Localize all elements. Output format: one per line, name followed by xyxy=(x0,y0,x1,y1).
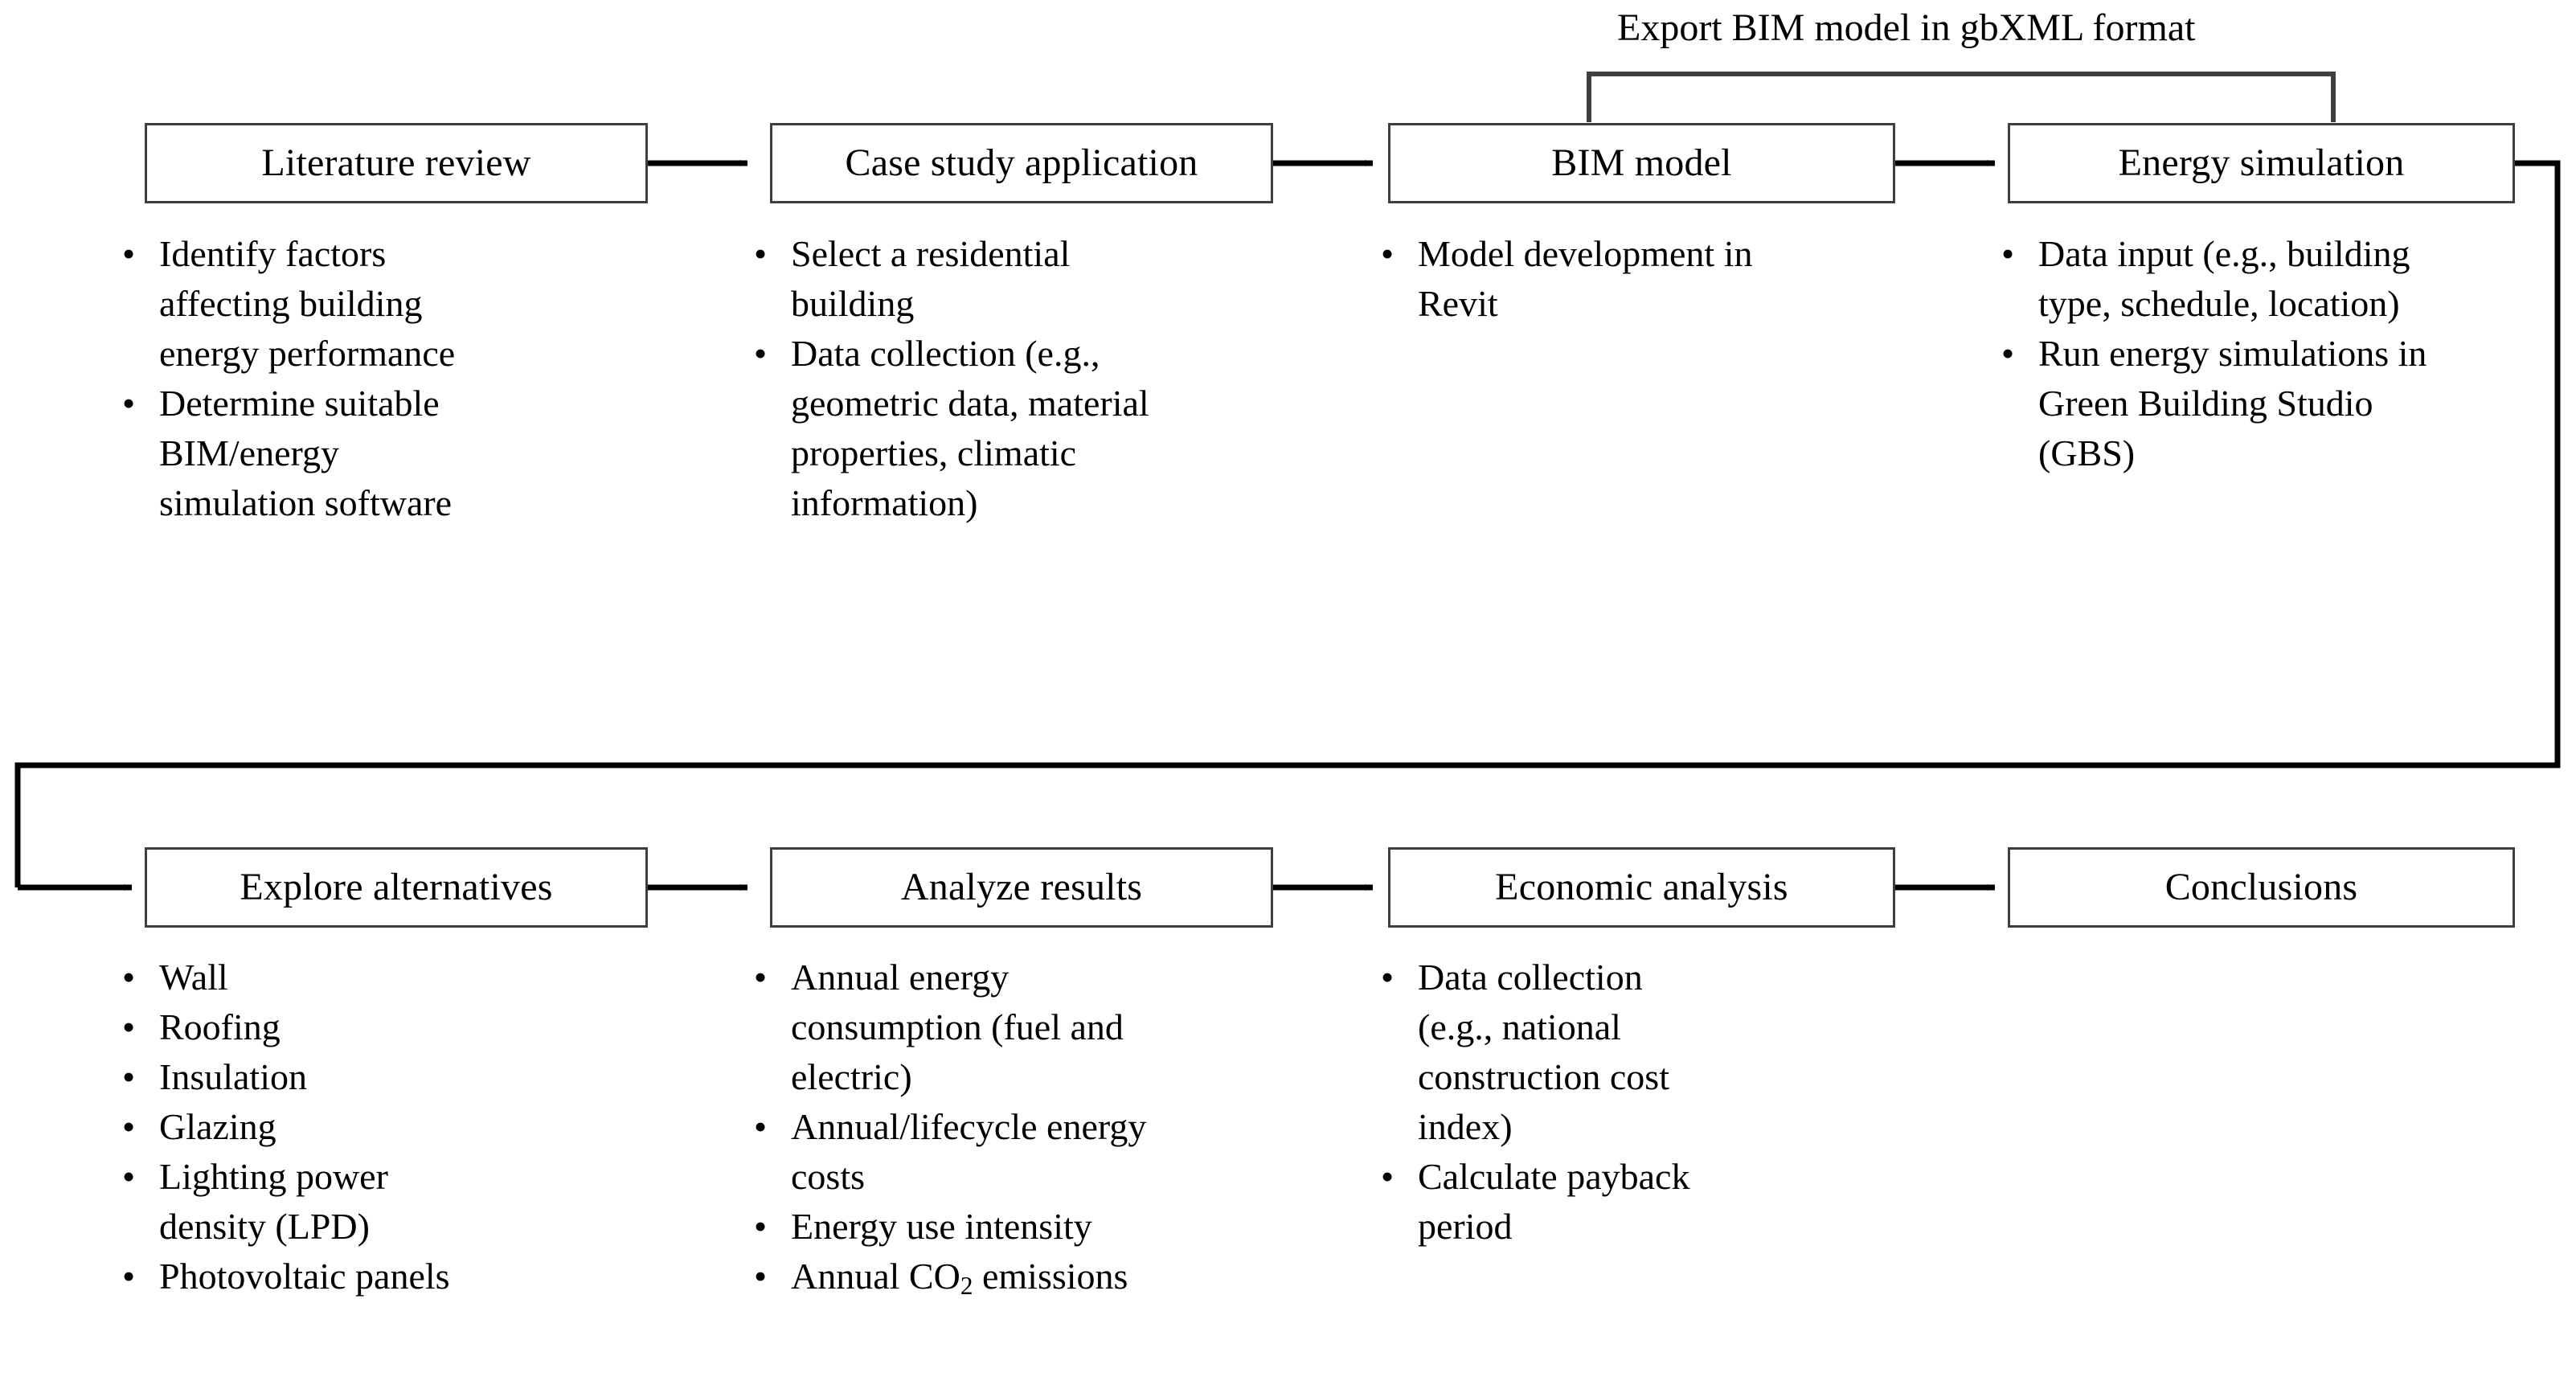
node-analyze-results[interactable]: Analyze results xyxy=(770,847,1273,928)
bullet-dot-icon: • xyxy=(754,233,768,274)
bullet-item: • Annual energy consumption (fuel and ele… xyxy=(754,953,1164,1102)
bullet-item: • Identify factors affecting building ene… xyxy=(122,229,500,379)
bullet-text: Energy use intensity xyxy=(791,1206,1092,1247)
bullet-text: Model development in Revit xyxy=(1418,233,1753,324)
bullet-text: Photovoltaic panels xyxy=(159,1256,450,1297)
bullet-item: • Data input (e.g., building type, schedu… xyxy=(2001,229,2451,329)
bullet-text: Data collection (e.g., geometric data, m… xyxy=(791,333,1149,523)
bullet-item: • Wall xyxy=(122,953,500,1002)
bullet-item: • Model development in Revit xyxy=(1381,229,1799,329)
node-economic-analysis-label: Economic analysis xyxy=(1495,865,1788,908)
bullet-dot-icon: • xyxy=(122,233,136,274)
node-conclusions-label: Conclusions xyxy=(2164,865,2358,908)
bullets-explore-alternatives: • Wall • Roofing • Insulation • Glazing • Lightin… xyxy=(122,953,500,1301)
bullet-dot-icon: • xyxy=(122,1056,136,1097)
bullet-item: • Insulation xyxy=(122,1052,500,1102)
bullets-economic-analysis: • Data collection (e.g., national constru… xyxy=(1381,953,1718,1252)
bullet-text: Select a residential building xyxy=(791,233,1071,324)
bullet-item: • Energy use intensity xyxy=(754,1202,1164,1252)
node-explore-alternatives[interactable]: Explore alternatives xyxy=(145,847,648,928)
node-energy-simulation-label: Energy simulation xyxy=(2118,141,2405,184)
bullet-dot-icon: • xyxy=(1381,957,1394,998)
gbxml-export-label: Export BIM model in gbXML format xyxy=(1617,6,2196,49)
bullets-case-study-application: • Select a residential building • Data coll… xyxy=(754,229,1156,528)
bullet-text: Run energy simulations in Green Building… xyxy=(2038,333,2427,473)
bullet-dot-icon: • xyxy=(1381,1156,1394,1197)
bullet-text: Data input (e.g., building type, schedul… xyxy=(2038,233,2410,324)
bullet-text: Lighting power density (LPD) xyxy=(159,1156,388,1247)
bullet-dot-icon: • xyxy=(1381,233,1394,274)
bullets-analyze-results: • Annual energy consumption (fuel and ele… xyxy=(754,953,1164,1311)
bullet-dot-icon: • xyxy=(122,1256,136,1297)
bullet-text: Annual CO2 emissions xyxy=(791,1256,1128,1300)
bullet-item: • Calculate payback period xyxy=(1381,1152,1718,1252)
node-energy-simulation[interactable]: Energy simulation xyxy=(2008,123,2515,203)
bullet-dot-icon: • xyxy=(2001,333,2015,374)
bullet-dot-icon: • xyxy=(122,1156,136,1197)
bullet-text: Glazing xyxy=(159,1106,276,1147)
bullet-text: Annual/lifecycle energy costs xyxy=(791,1106,1147,1197)
node-literature-review-label: Literature review xyxy=(261,141,531,184)
node-economic-analysis[interactable]: Economic analysis xyxy=(1388,847,1895,928)
bullet-text: Annual energy consumption (fuel and elec… xyxy=(791,957,1124,1097)
bullet-item: • Data collection (e.g., geometric data, … xyxy=(754,329,1156,528)
bullet-item: • Lighting power density (LPD) xyxy=(122,1152,500,1252)
bullet-text: Data collection (e.g., national construc… xyxy=(1418,957,1669,1147)
bullet-dot-icon: • xyxy=(754,1206,768,1247)
node-conclusions[interactable]: Conclusions xyxy=(2008,847,2515,928)
bullet-text: Wall xyxy=(159,957,228,998)
bullet-item: • Determine suitable BIM/energy simulatio… xyxy=(122,379,500,528)
bullets-energy-simulation: • Data input (e.g., building type, schedu… xyxy=(2001,229,2451,478)
bullet-item: • Run energy simulations in Green Buildin… xyxy=(2001,329,2451,478)
bullet-item: • Glazing xyxy=(122,1102,500,1152)
bullet-item: • Annual CO2 emissions xyxy=(754,1252,1164,1311)
bullet-dot-icon: • xyxy=(122,1106,136,1147)
bullet-dot-icon: • xyxy=(754,957,768,998)
bullet-text: Insulation xyxy=(159,1056,307,1097)
bracket-gbxml-export xyxy=(1587,72,2336,122)
bullet-item: • Data collection (e.g., national constru… xyxy=(1381,953,1718,1152)
bullet-item: • Roofing xyxy=(122,1002,500,1052)
bullet-dot-icon: • xyxy=(122,383,136,424)
bullet-dot-icon: • xyxy=(754,1256,768,1297)
bullets-literature-review: • Identify factors affecting building ene… xyxy=(122,229,500,528)
bullet-text: Calculate payback period xyxy=(1418,1156,1690,1247)
node-bim-model[interactable]: BIM model xyxy=(1388,123,1895,203)
bullet-text: Roofing xyxy=(159,1006,281,1047)
bullet-text: Determine suitable BIM/energy simulation… xyxy=(159,383,453,523)
bullet-dot-icon: • xyxy=(754,333,768,374)
bullet-item: • Annual/lifecycle energy costs xyxy=(754,1102,1164,1202)
bullet-item: • Photovoltaic panels xyxy=(122,1252,500,1301)
node-explore-alternatives-label: Explore alternatives xyxy=(240,865,553,908)
bullet-dot-icon: • xyxy=(754,1106,768,1147)
bullet-dot-icon: • xyxy=(2001,233,2015,274)
bullets-bim-model: • Model development in Revit xyxy=(1381,229,1799,329)
node-case-study-application[interactable]: Case study application xyxy=(770,123,1273,203)
bullet-dot-icon: • xyxy=(122,957,136,998)
node-analyze-results-label: Analyze results xyxy=(900,865,1143,908)
bullet-dot-icon: • xyxy=(122,1006,136,1047)
bullet-text: Identify factors affecting building ener… xyxy=(159,233,456,374)
bullet-item: • Select a residential building xyxy=(754,229,1156,329)
node-literature-review[interactable]: Literature review xyxy=(145,123,648,203)
node-bim-model-label: BIM model xyxy=(1551,141,1732,184)
node-case-study-application-label: Case study application xyxy=(845,141,1198,184)
